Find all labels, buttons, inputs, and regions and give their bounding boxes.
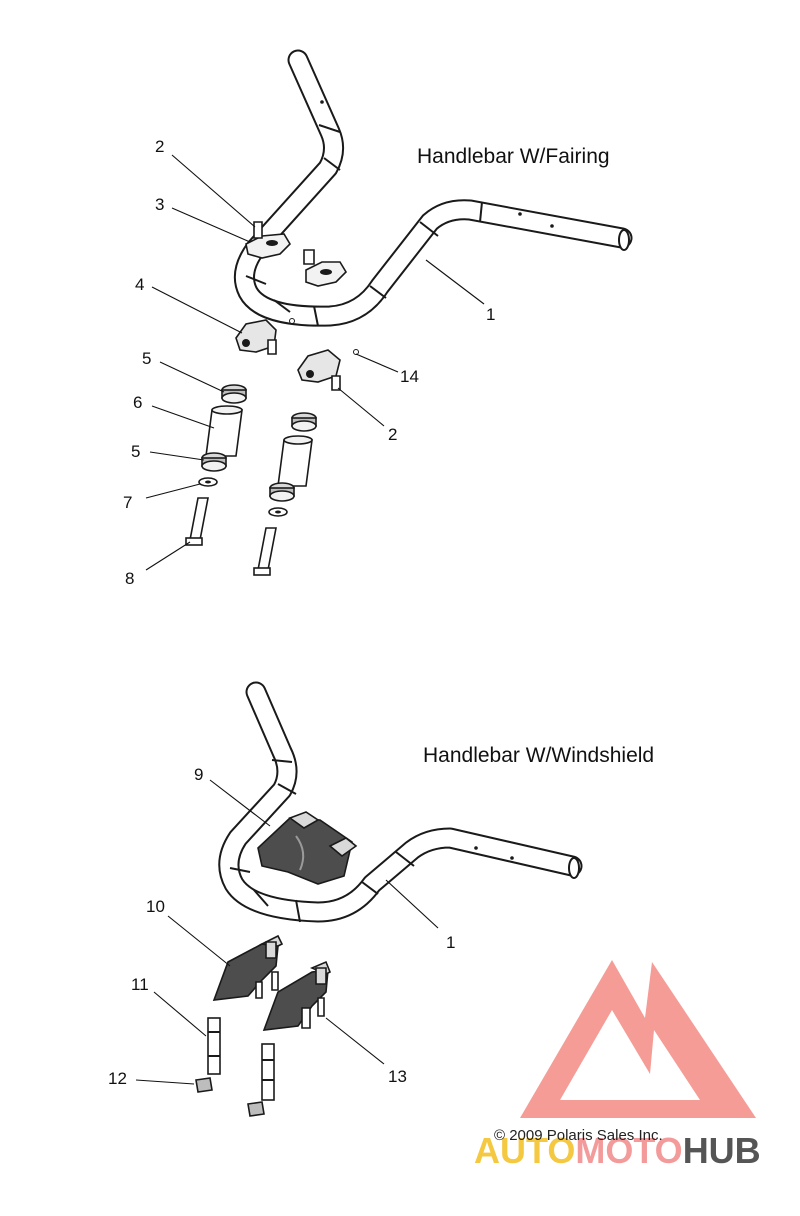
riser-block-left [212,934,284,1001]
upper-clamp-left [245,221,292,259]
callout-2-top: 2 [155,137,164,156]
svg-text:AUTOMOTOHUB: AUTOMOTOHUB [474,1130,761,1171]
callout-2-bottom: 2 [388,425,397,444]
copyright-text: © 2009 Polaris Sales Inc. [494,1127,663,1144]
callout-3: 3 [155,195,164,214]
callouts-fairing: 2 3 4 5 6 5 7 8 1 14 2 [123,137,495,588]
callout-1-top: 1 [486,305,495,324]
riser-clamp-right [297,349,359,391]
riser-stack-right [253,412,317,576]
riser-stack-left [185,384,247,546]
callout-4: 4 [135,275,144,294]
section-title-windshield: Handlebar W/Windshield [423,744,654,767]
riser-clamp-windshield [257,811,358,885]
callouts-windshield: 9 1 10 11 12 13 [108,765,455,1088]
callout-1-bottom: 1 [446,933,455,952]
callout-10: 10 [146,897,165,916]
callout-7: 7 [123,493,132,512]
watermark-logo: AUTOMOTOHUB [474,960,761,1171]
callout-5-bottom: 5 [131,442,140,461]
callout-12: 12 [108,1069,127,1088]
callout-14: 14 [400,367,419,386]
callout-9: 9 [194,765,203,784]
callout-5-top: 5 [142,349,151,368]
section-title-fairing: Handlebar W/Fairing [417,145,610,168]
callout-6: 6 [133,393,142,412]
callout-11: 11 [131,975,149,994]
callout-8: 8 [125,569,134,588]
upper-clamp-right [303,249,348,287]
riser-block-right [262,960,332,1031]
handlebar-windshield [218,681,583,923]
callout-13: 13 [388,1067,407,1086]
riser-clamp-left [235,318,295,355]
handlebar-fairing [233,49,633,327]
studs-and-nuts [195,1017,275,1117]
